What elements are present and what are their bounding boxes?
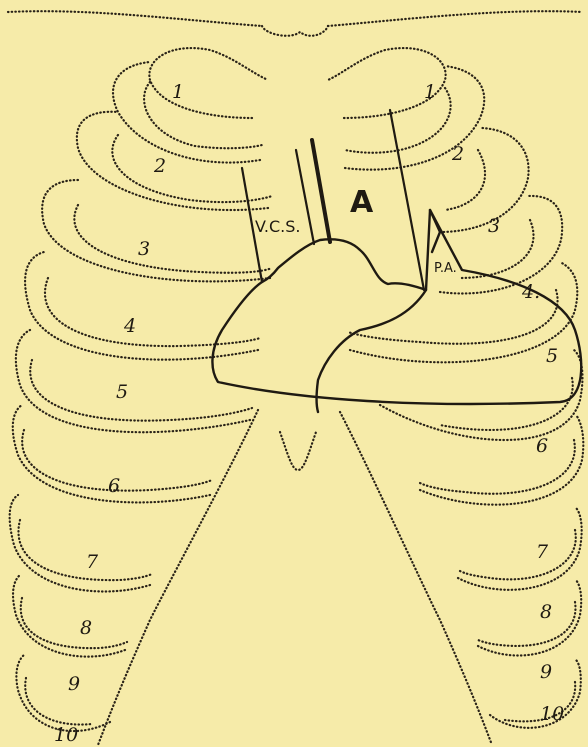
rib-number-right-10: 10 [54,724,78,746]
rib-right-2 [113,62,262,163]
rib-number-left-8: 8 [540,601,552,623]
pa-label: P.A. [434,261,457,276]
rib-number-right-2: 2 [153,155,166,177]
rib-right-1 [149,48,268,118]
rib-number-left-1: 1 [424,81,436,103]
rib-number-left-6: 6 [536,435,548,457]
rib-right-5 [25,252,260,360]
rib-right-8 [10,495,152,592]
rib-right-3 [77,112,272,210]
rib-number-right-1: 1 [172,81,184,103]
pulmonary-artery-wedge [430,210,440,252]
rib-number-right-6: 6 [108,475,120,497]
rib-number-right-8: 8 [80,617,92,639]
rib-number-right-3: 3 [138,238,150,260]
rib-number-left-7: 7 [536,541,549,563]
manubrium-top [262,26,328,36]
rib-number-left-5: 5 [546,345,558,367]
rib-number-left-2: 2 [451,143,464,165]
clavicle-left [328,11,582,26]
clavicle-right [8,11,262,26]
costal-margin-right [98,410,258,745]
rib-left-9 [478,580,581,656]
rib-number-left-4: 4. [521,281,540,303]
aorta-line-right [390,110,424,290]
ribs-right [10,48,272,745]
great-vessels [242,110,424,290]
rib-left-10 [490,660,581,728]
vcs-label: V.C.S. [255,217,300,236]
rib-number-right-5: 5 [116,381,128,403]
rib-number-right-9: 9 [68,673,80,695]
rib-right-4 [42,180,272,281]
interventricular-line [317,290,427,412]
heart-outline [212,210,581,412]
rib-number-left-3: 3 [488,215,500,237]
rib-number-right-4: 4 [123,315,136,337]
rib-number-right-7: 7 [86,551,99,573]
xiphoid-process [280,432,316,470]
heart-border [212,210,581,404]
rib-right-10 [16,655,110,731]
rib-left-8 [458,508,582,590]
rib-number-left-10: 10 [540,703,564,725]
costal-margin-left [340,412,492,745]
aorta-line-left [312,140,330,242]
rib-number-left-9: 9 [540,661,552,683]
aorta-label: A [350,185,374,220]
